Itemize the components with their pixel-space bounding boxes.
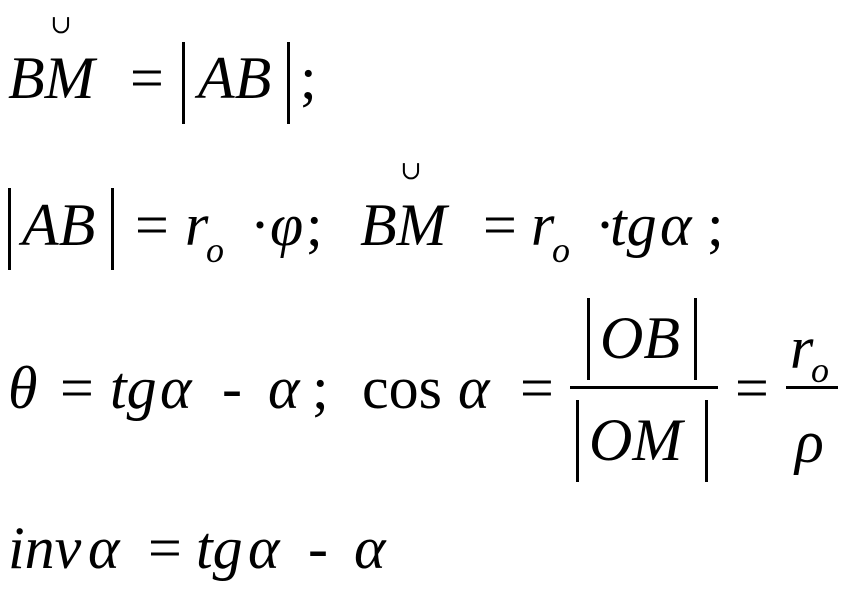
alpha-symbol: α [268, 355, 300, 421]
alpha-symbol: α [248, 515, 280, 581]
semicolon: ; [707, 192, 724, 258]
tangent-tg: tg [610, 192, 657, 258]
abs-bar-right [705, 400, 708, 482]
subscript-o: o [811, 350, 829, 390]
multiply-dot: · [250, 192, 270, 258]
abs-bar-right [287, 42, 290, 124]
rho-symbol: ρ [795, 409, 824, 475]
alpha-symbol: α [458, 355, 490, 421]
theta-symbol: θ [8, 355, 38, 421]
abs-bar-left [576, 400, 579, 482]
segment-ob: OB [600, 305, 680, 371]
semicolon: ; [312, 355, 329, 421]
abs-bar-left [182, 42, 185, 124]
abs-bar-left [587, 298, 590, 380]
minus-sign: - [308, 515, 328, 581]
equals-sign: = [520, 355, 554, 421]
segment-ab: AB [198, 45, 272, 111]
phi-symbol: φ [270, 192, 304, 258]
equals-sign: = [135, 192, 169, 258]
radius-r: r [185, 192, 209, 258]
equals-sign: = [130, 45, 164, 111]
abs-bar-left [8, 188, 11, 270]
fraction-line [786, 386, 838, 389]
alpha-symbol: α [160, 355, 192, 421]
multiply-dot: · [595, 192, 615, 258]
arc-bm: BM [8, 45, 95, 111]
fraction-line [570, 386, 718, 389]
arc-symbol: ∪ [400, 156, 422, 185]
tangent-tg: tg [110, 355, 157, 421]
abs-bar-right [694, 298, 697, 380]
alpha-symbol: α [354, 515, 386, 581]
arc-symbol: ∪ [50, 10, 72, 39]
tangent-tg: tg [196, 515, 243, 581]
involute-inv: inv [8, 515, 82, 581]
equals-sign: = [148, 515, 182, 581]
segment-om: OM [589, 407, 683, 473]
segment-ab: AB [22, 192, 96, 258]
subscript-o: o [206, 230, 224, 270]
alpha-symbol: α [88, 515, 120, 581]
minus-sign: - [222, 355, 242, 421]
radius-r: r [531, 192, 555, 258]
equals-sign: = [60, 355, 94, 421]
radius-r: r [790, 315, 814, 381]
semicolon: ; [306, 192, 323, 258]
semicolon: ; [300, 45, 317, 111]
abs-bar-right [111, 188, 114, 270]
equals-sign: = [483, 192, 517, 258]
subscript-o: o [552, 230, 570, 270]
equals-sign: = [735, 355, 769, 421]
cosine-cos: cos [362, 355, 442, 421]
alpha-symbol: α [660, 192, 692, 258]
arc-bm: BM [360, 192, 447, 258]
